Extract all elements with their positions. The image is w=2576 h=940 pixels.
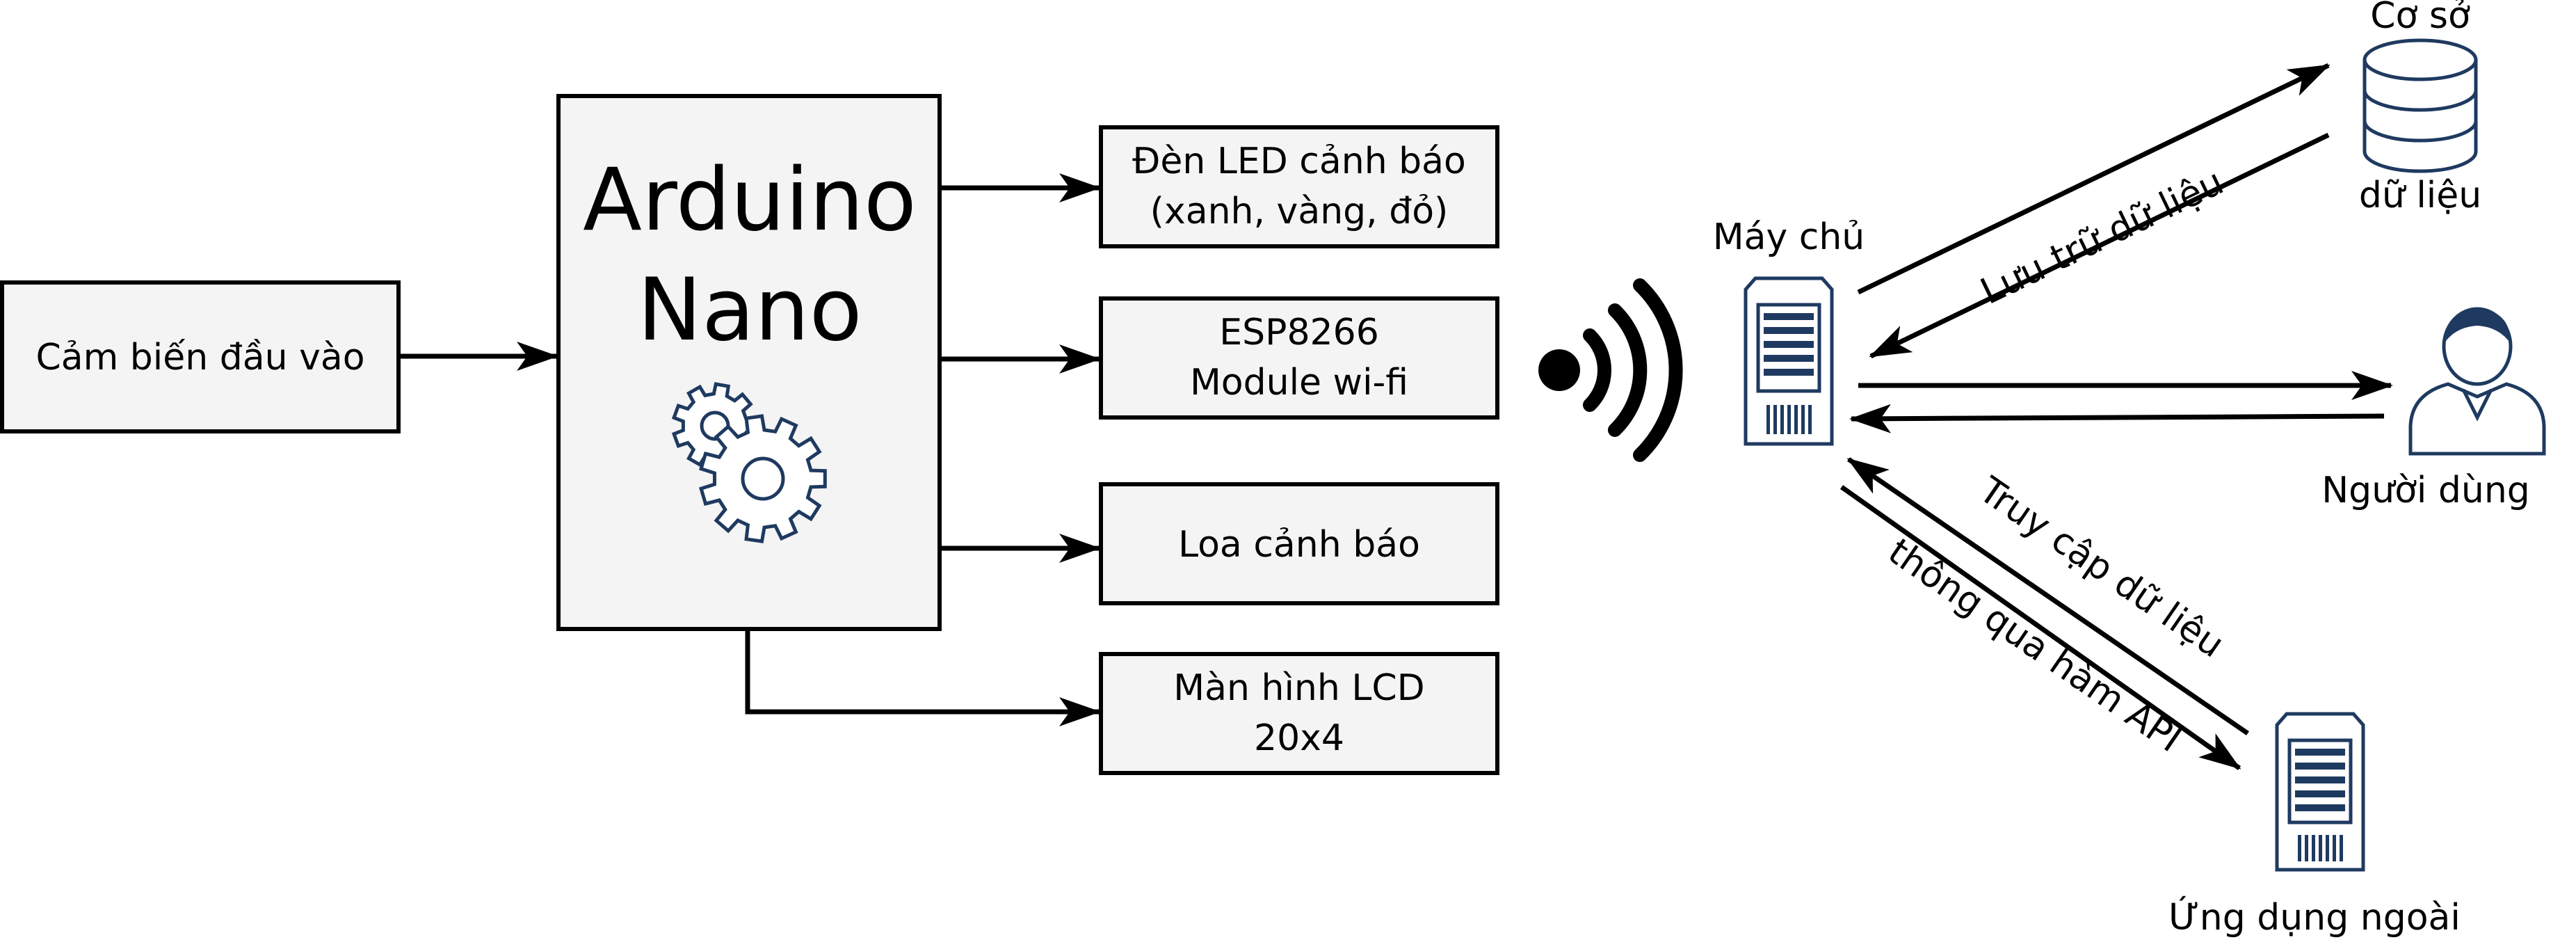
database-label-line2: dữ liệu — [2359, 175, 2481, 216]
output-esp-line1: ESP8266 — [1219, 312, 1379, 353]
input-sensor-node: Cảm biến đầu vào — [0, 280, 401, 433]
output-lcd-line2: 20x4 — [1254, 717, 1344, 759]
user-node: Người dùng — [2321, 307, 2546, 511]
arrow-external-to-server — [1846, 457, 2249, 735]
edge-storage-label: Lưu trữ dữ liệu — [1974, 161, 2230, 312]
server-label: Máy chủ — [1713, 216, 1865, 258]
database-icon — [2362, 38, 2478, 173]
output-led-line2: (xanh, vàng, đỏ) — [1150, 191, 1449, 232]
gear-hole — [741, 456, 785, 501]
external-app-server-icon — [2275, 712, 2365, 872]
external-app-label: Ứng dụng ngoài — [2168, 895, 2461, 939]
arduino-nano-node: Arduino Nano — [556, 94, 942, 631]
output-speaker-label: Loa cảnh báo — [1178, 524, 1420, 566]
gears-icon — [671, 382, 827, 543]
database-label-line1: Cơ sở — [2370, 0, 2470, 37]
arduino-title-line1: Arduino — [583, 150, 917, 250]
output-lcd-node: Màn hình LCD 20x4 — [1099, 652, 1499, 775]
arrow-arduino-to-lcd — [745, 629, 1101, 726]
arrow-server-to-external — [1840, 485, 2241, 770]
wifi-signal-icon — [1538, 278, 1683, 462]
output-esp-line2: Module wi-fi — [1190, 362, 1408, 404]
server-icon — [1744, 276, 1834, 446]
database-node: Cơ sở dữ liệu — [2359, 0, 2481, 216]
arrow-database-to-server — [1869, 132, 2330, 359]
output-led-line1: Đèn LED cảnh báo — [1132, 141, 1466, 182]
arrow-server-to-database — [1857, 63, 2331, 295]
arrow-user-to-server — [1849, 404, 2385, 433]
output-lcd-line1: Màn hình LCD — [1173, 667, 1424, 709]
server-node: Máy chủ — [1713, 216, 1865, 446]
output-led-node: Đèn LED cảnh báo (xanh, vàng, đỏ) — [1099, 125, 1499, 248]
arduino-title-line2: Nano — [637, 260, 862, 360]
external-app-node: Ứng dụng ngoài — [2168, 712, 2461, 939]
user-icon — [2408, 307, 2546, 456]
output-esp8266-node: ESP8266 Module wi-fi — [1099, 296, 1499, 420]
output-speaker-node: Loa cảnh báo — [1099, 482, 1499, 605]
edge-api-label: thông qua hàm API — [1881, 531, 2189, 761]
input-sensor-label: Cảm biến đầu vào — [35, 337, 364, 379]
user-label: Người dùng — [2321, 470, 2530, 511]
